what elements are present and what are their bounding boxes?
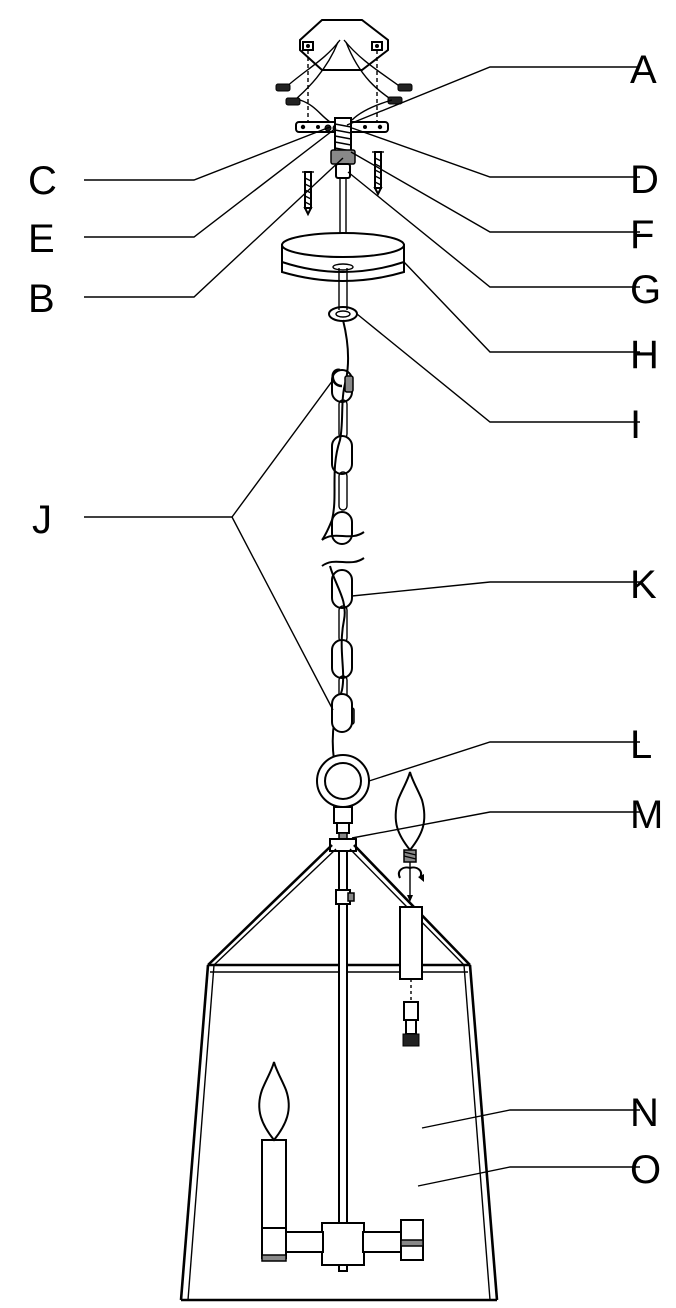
leader-lines <box>84 66 640 1187</box>
label-k: K <box>630 563 657 607</box>
label-o: O <box>630 1148 661 1192</box>
label-i: I <box>630 403 641 447</box>
candle-cluster <box>258 1061 424 1266</box>
wire-connectors <box>275 83 413 106</box>
chain-break-top <box>321 531 365 541</box>
chain-break-bottom <box>321 557 365 567</box>
label-c: C <box>28 159 57 203</box>
label-n: N <box>630 1091 659 1135</box>
s-hooks <box>331 368 355 733</box>
loop-ring <box>316 754 370 808</box>
label-b: B <box>28 277 55 321</box>
label-j: J <box>32 498 52 542</box>
junction-box <box>284 19 403 101</box>
label-f: F <box>630 213 654 257</box>
threaded-nipple <box>330 117 356 179</box>
coupling-nut <box>333 806 353 840</box>
label-h: H <box>630 333 659 377</box>
label-m: M <box>630 793 663 837</box>
label-l: L <box>630 723 652 767</box>
label-e: E <box>28 217 55 261</box>
canopy <box>281 232 405 282</box>
label-a: A <box>630 48 657 92</box>
center-stem <box>335 850 355 1272</box>
socket-assembly <box>394 771 426 1047</box>
label-g: G <box>630 268 661 312</box>
label-d: D <box>630 158 659 202</box>
